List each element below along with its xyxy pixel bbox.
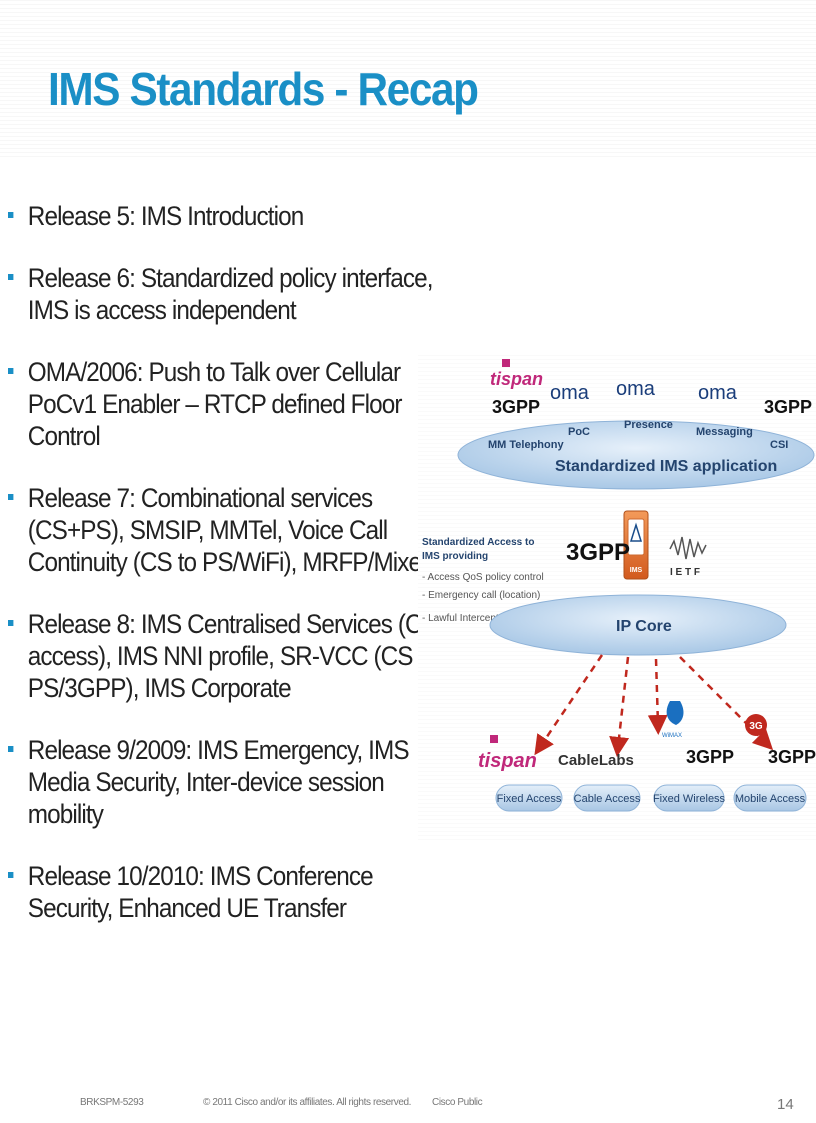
svg-text:Fixed Access: Fixed Access: [497, 793, 562, 805]
cable-access-pill: Cable Access: [573, 784, 641, 812]
ip-core-ellipse: [489, 594, 787, 656]
cablelabs-logo: CableLabs: [558, 752, 634, 769]
poc-label: PoC: [568, 426, 590, 438]
bullet-item: Release 8: IMS Centralised Services (CS …: [8, 608, 451, 704]
tispan-logo-top: tispan: [490, 359, 543, 389]
svg-text:oma: oma: [698, 382, 738, 404]
slide-title: IMS Standards - Recap: [48, 63, 479, 115]
svg-text:Cable Access: Cable Access: [574, 793, 641, 805]
bullet-text: Release 10/2010: IMS Conference Security…: [27, 861, 374, 923]
svg-text:oma: oma: [616, 378, 656, 400]
bullet-marker-icon: [8, 620, 14, 626]
svg-text:Mobile Access: Mobile Access: [735, 793, 806, 805]
tispan-logo-bottom: tispan: [478, 735, 537, 772]
access-note-item: - Access QoS policy control: [422, 572, 544, 583]
oma-logo: oma: [698, 382, 738, 404]
svg-text:I E T F: I E T F: [670, 567, 700, 578]
messaging-label: Messaging: [696, 426, 753, 438]
bullet-item: Release 7: Combinational services (CS+PS…: [8, 482, 451, 578]
ims-diagram-svg: tispan 3GPP oma oma oma 3GPP MM Telephon…: [422, 359, 816, 812]
3gpp-logo: 3GPP: [768, 747, 816, 767]
svg-text:oma: oma: [550, 382, 590, 404]
bullet-marker-icon: [8, 872, 14, 878]
csi-label: CSI: [770, 439, 788, 451]
bullet-item: Release 9/2009: IMS Emergency, IMS Media…: [8, 734, 451, 830]
footer-session-id: BRKSPM-5293: [80, 1097, 144, 1108]
ims-node: IMS: [623, 510, 649, 580]
fixed-wireless-pill: Fixed Wireless: [653, 784, 726, 812]
bullet-text: Release 8: IMS Centralised Services (CS …: [27, 609, 438, 703]
oma-logo: oma: [550, 382, 590, 404]
3gpp-logo: 3GPP: [686, 747, 734, 767]
svg-text:WiMAX: WiMAX: [662, 733, 682, 739]
wimax-logo: WiMAX: [662, 701, 684, 739]
svg-text:tispan: tispan: [490, 369, 543, 389]
svg-text:IMS: IMS: [630, 567, 643, 574]
bullet-marker-icon: [8, 746, 14, 752]
presence-label: Presence: [624, 419, 673, 431]
svg-text:3G: 3G: [749, 721, 763, 732]
access-note-item: - Emergency call (location): [422, 590, 540, 601]
bullet-text: Release 6: Standardized policy interface…: [27, 263, 434, 325]
ietf-logo: I E T F: [669, 536, 707, 578]
svg-text:Fixed Wireless: Fixed Wireless: [653, 793, 726, 805]
mm-telephony-label: MM Telephony: [488, 439, 564, 451]
bullet-item: Release 10/2010: IMS Conference Security…: [8, 860, 451, 924]
title-background: [0, 0, 816, 160]
3gpp-logo: 3GPP: [764, 397, 812, 417]
footer-copyright: © 2011 Cisco and/or its affiliates. All …: [203, 1097, 412, 1108]
ip-core-label: IP Core: [616, 618, 672, 635]
bullet-item: Release 5: IMS Introduction: [8, 200, 451, 232]
bullet-text: OMA/2006: Push to Talk over Cellular PoC…: [27, 357, 403, 451]
bullet-marker-icon: [8, 274, 14, 280]
access-arrows: [534, 654, 774, 757]
ims-architecture-diagram: tispan 3GPP oma oma oma 3GPP MM Telephon…: [418, 355, 816, 840]
footer-classification: Cisco Public: [432, 1097, 483, 1108]
bullet-marker-icon: [8, 368, 14, 374]
3gpp-logo: 3GPP: [566, 539, 630, 566]
bullet-marker-icon: [8, 494, 14, 500]
bullet-text: Release 5: IMS Introduction: [27, 201, 304, 231]
bullet-list: Release 5: IMS Introduction Release 6: S…: [8, 200, 448, 954]
bullet-item: OMA/2006: Push to Talk over Cellular PoC…: [8, 356, 451, 452]
bullet-text: Release 9/2009: IMS Emergency, IMS Media…: [27, 735, 410, 829]
bullet-text: Release 7: Combinational services (CS+PS…: [27, 483, 429, 577]
oma-logo: oma: [616, 378, 656, 400]
bullet-item: Release 6: Standardized policy interface…: [8, 262, 451, 326]
ims-application-ellipse: [457, 420, 815, 490]
access-note-item: - Lawful Intercept: [422, 613, 499, 624]
page-number: 14: [777, 1096, 794, 1113]
svg-text:tispan: tispan: [478, 750, 537, 772]
3g-logo: 3G: [745, 714, 767, 736]
bullet-marker-icon: [8, 212, 14, 218]
ims-application-label: Standardized IMS application: [555, 458, 777, 475]
mobile-access-pill: Mobile Access: [733, 784, 807, 812]
access-note-heading: IMS providing: [422, 551, 488, 562]
3gpp-logo: 3GPP: [492, 397, 540, 417]
fixed-access-pill: Fixed Access: [495, 784, 563, 812]
access-note-heading: Standardized Access to: [422, 537, 534, 548]
